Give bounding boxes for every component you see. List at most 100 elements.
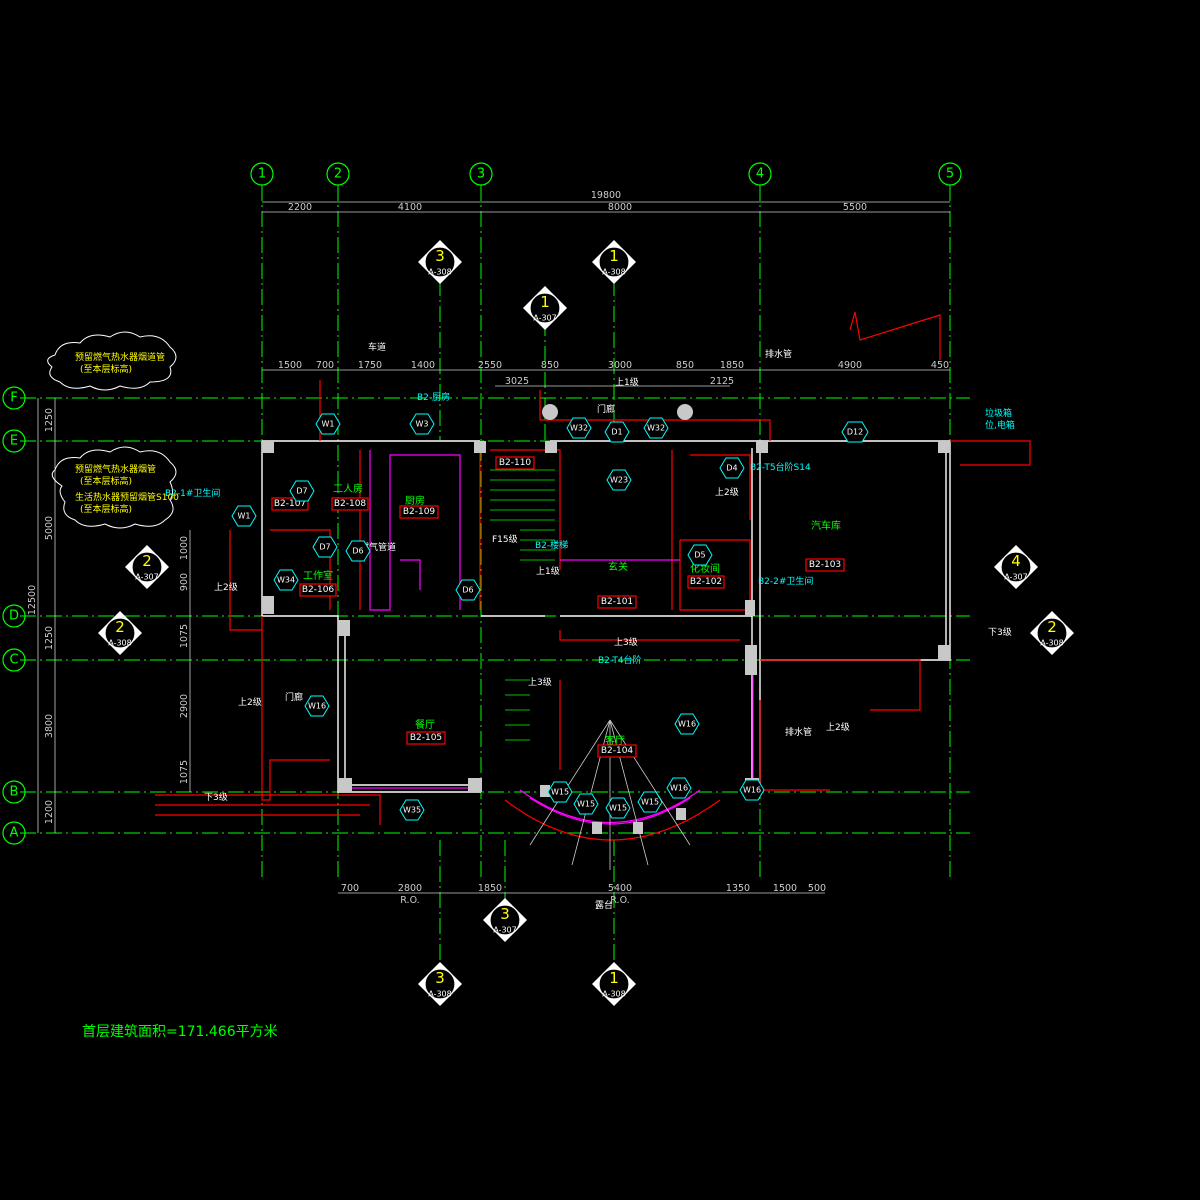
window-tag: W35 xyxy=(399,799,425,821)
svg-text:生活热水器预留烟管S100: 生活热水器预留烟管S100 xyxy=(75,491,179,503)
svg-text:D6: D6 xyxy=(352,547,363,556)
svg-text:B2-107: B2-107 xyxy=(274,499,306,509)
svg-text:上2级: 上2级 xyxy=(214,581,238,593)
axis-bubble-C: C xyxy=(2,648,26,672)
svg-text:8000: 8000 xyxy=(608,202,632,213)
svg-text:3: 3 xyxy=(477,167,485,182)
svg-text:W16: W16 xyxy=(308,702,326,711)
axis-bubble-3: 3 xyxy=(469,162,493,186)
section-marks: 3 A-308 1 A-308 1 A-307 2 A-307 2 A-308 xyxy=(98,240,1074,1006)
svg-text:1: 1 xyxy=(258,167,266,182)
svg-text:B2-108: B2-108 xyxy=(334,499,367,509)
svg-text:1075: 1075 xyxy=(179,760,190,784)
svg-text:A-308: A-308 xyxy=(428,268,451,277)
svg-text:F15级: F15级 xyxy=(492,533,518,545)
svg-text:下3级: 下3级 xyxy=(204,791,228,803)
svg-text:汽车库: 汽车库 xyxy=(811,519,841,532)
columns xyxy=(262,404,950,834)
door-tag: D6 xyxy=(455,579,481,601)
annotations: 车道 排水管 排水管 垃圾箱 位,电箱 B2-厨房 B2-1#卫生间 B2-楼梯… xyxy=(165,341,1015,911)
svg-text:(至本层标高): (至本层标高) xyxy=(80,475,132,487)
svg-text:W16: W16 xyxy=(670,784,688,793)
svg-text:餐厅: 餐厅 xyxy=(415,718,435,731)
room-porch: 门廊 xyxy=(597,403,615,415)
room-powder: 化妆间 B2-102 xyxy=(687,562,725,589)
svg-text:1: 1 xyxy=(609,969,619,987)
svg-text:工人房: 工人房 xyxy=(333,482,363,495)
svg-text:W32: W32 xyxy=(647,424,665,433)
svg-text:1: 1 xyxy=(540,293,550,311)
trash-note: 垃圾箱 xyxy=(985,407,1012,419)
axis-grid xyxy=(20,185,970,1000)
svg-text:玄关: 玄关 xyxy=(608,560,628,573)
room-kitchen: 厨房 B2-109 xyxy=(399,494,439,519)
svg-text:2: 2 xyxy=(1047,618,1057,636)
svg-text:2: 2 xyxy=(334,167,342,182)
svg-text:上3级: 上3级 xyxy=(528,676,552,688)
svg-text:W16: W16 xyxy=(678,720,696,729)
section-mark: 1 A-308 xyxy=(592,240,636,284)
svg-text:1250: 1250 xyxy=(44,626,55,650)
svg-text:A-308: A-308 xyxy=(1040,639,1063,648)
svg-text:3025: 3025 xyxy=(505,376,529,387)
door-tag: D6 xyxy=(345,540,371,562)
axis-bubble-E: E xyxy=(2,429,26,453)
door-tag: D1 xyxy=(604,421,630,443)
section-mark: 2 A-307 xyxy=(125,545,169,589)
svg-text:W15: W15 xyxy=(551,788,569,797)
window-tag: W1 xyxy=(315,413,341,435)
svg-text:W15: W15 xyxy=(641,798,659,807)
axis-bubble-2: 2 xyxy=(326,162,350,186)
section-mark: 1 A-307 xyxy=(523,286,567,330)
svg-text:700: 700 xyxy=(341,883,359,894)
svg-text:1: 1 xyxy=(609,247,619,265)
section-mark: 2 A-308 xyxy=(98,611,142,655)
svg-text:1750: 1750 xyxy=(358,360,382,371)
room-living: 客厅 B2-104 xyxy=(597,734,637,758)
svg-text:5500: 5500 xyxy=(843,202,867,213)
svg-text:1350: 1350 xyxy=(726,883,750,894)
dim-total-top: 19800 xyxy=(591,190,621,201)
svg-text:A-308: A-308 xyxy=(602,990,625,999)
svg-text:3800: 3800 xyxy=(44,714,55,738)
svg-text:位,电箱: 位,电箱 xyxy=(985,419,1015,431)
svg-text:3000: 3000 xyxy=(608,360,632,371)
svg-text:B2-厨房: B2-厨房 xyxy=(417,391,450,403)
dimensions-top: 19800 2200 4100 8000 5500 1500 700 1750 … xyxy=(262,190,950,387)
svg-text:W16: W16 xyxy=(743,786,761,795)
svg-text:2: 2 xyxy=(115,618,125,636)
svg-text:A-307: A-307 xyxy=(493,926,516,935)
opening-tags: W1 W3 W1 W32 D1 W32 D12 D7 D7 W23 D4 D5 … xyxy=(231,413,869,821)
window-tag: W16 xyxy=(739,779,765,801)
svg-text:W1: W1 xyxy=(238,512,251,521)
svg-text:5400: 5400 xyxy=(608,883,632,894)
svg-text:预留燃气热水器烟管: 预留燃气热水器烟管 xyxy=(75,463,156,475)
svg-text:W3: W3 xyxy=(416,420,429,429)
axis-bubbles-top: 1 2 3 4 5 xyxy=(250,162,962,186)
room-garage: 汽车库 B2-103 xyxy=(805,519,845,572)
svg-text:A-308: A-308 xyxy=(108,639,131,648)
axis-bubble-1: 1 xyxy=(250,162,274,186)
svg-text:4: 4 xyxy=(756,167,764,182)
window-tag: W16 xyxy=(666,777,692,799)
room-maid: 工人房 B2-108 xyxy=(331,482,369,511)
svg-text:1500: 1500 xyxy=(773,883,797,894)
svg-text:上2级: 上2级 xyxy=(826,721,850,733)
room-porch-west: 门廊 xyxy=(285,691,303,703)
svg-text:5000: 5000 xyxy=(44,516,55,540)
svg-text:B2-101: B2-101 xyxy=(601,597,633,607)
window-tag: W15 xyxy=(547,781,573,803)
svg-text:W35: W35 xyxy=(403,806,421,815)
section-mark: 3 A-308 xyxy=(418,962,462,1006)
svg-text:2550: 2550 xyxy=(478,360,502,371)
svg-text:B2-105: B2-105 xyxy=(410,733,442,743)
svg-text:3: 3 xyxy=(500,905,510,923)
svg-text:2200: 2200 xyxy=(288,202,312,213)
svg-text:预留燃气热水器烟道管: 预留燃气热水器烟道管 xyxy=(75,351,165,363)
svg-text:C: C xyxy=(9,653,18,668)
axis-bubble-5: 5 xyxy=(938,162,962,186)
svg-text:D1: D1 xyxy=(611,428,622,437)
svg-text:1850: 1850 xyxy=(478,883,502,894)
svg-text:500: 500 xyxy=(808,883,826,894)
svg-text:B2-T5台阶S14: B2-T5台阶S14 xyxy=(750,461,811,473)
